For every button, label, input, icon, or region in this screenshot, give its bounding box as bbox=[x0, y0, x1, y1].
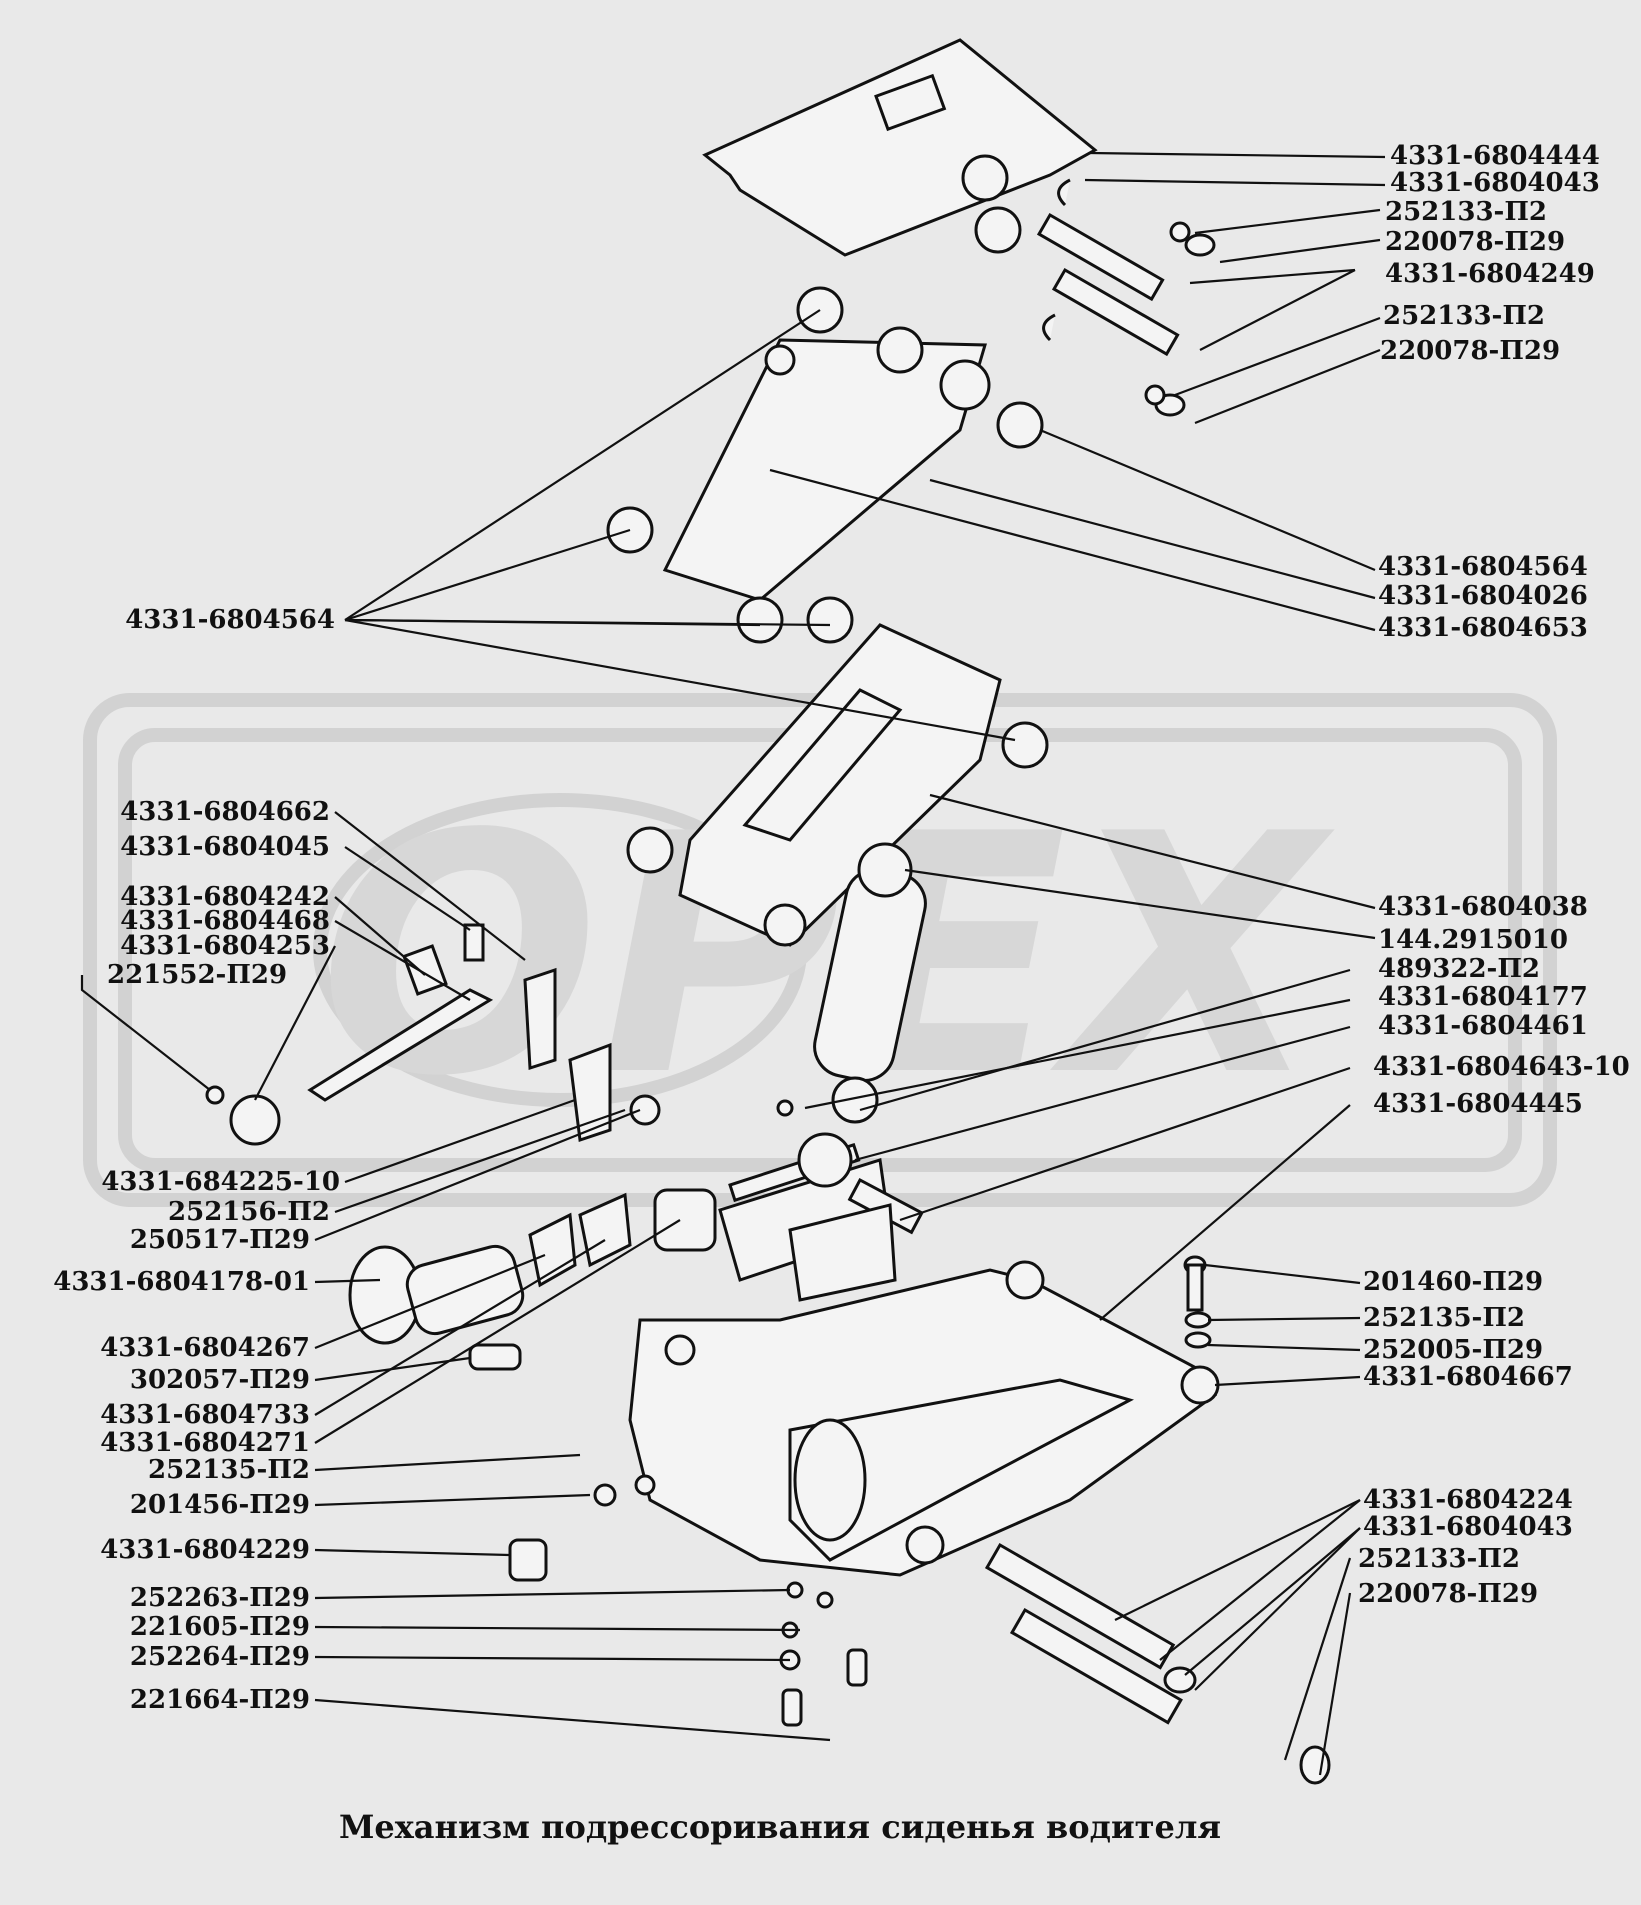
label-4331-6804224: 4331-6804224 bbox=[1363, 1485, 1573, 1515]
label-220078-p29: 220078-П29 bbox=[1385, 227, 1566, 257]
label-4331-6804667: 4331-6804667 bbox=[1363, 1362, 1573, 1392]
label-252263-p29: 252263-П29 bbox=[129, 1583, 310, 1613]
label-4331-6804468: 4331-6804468 bbox=[120, 906, 330, 936]
label-252133-p2: 252133-П2 bbox=[1385, 197, 1547, 227]
label-252135-p2-l: 252135-П2 bbox=[148, 1455, 310, 1485]
label-201456-p29: 201456-П29 bbox=[129, 1490, 310, 1520]
label-4331-6804267: 4331-6804267 bbox=[100, 1333, 310, 1363]
middle-frame bbox=[626, 623, 1049, 947]
base-frame bbox=[628, 1260, 1220, 1577]
leader-lines bbox=[80, 151, 1386, 1776]
label-252133-p2-c: 252133-П2 bbox=[1358, 1544, 1520, 1574]
label-4331-684225-10: 4331-684225-10 bbox=[101, 1167, 340, 1197]
label-4331-6804045: 4331-6804045 bbox=[120, 832, 330, 862]
label-4331-6804643-10: 4331-6804643-10 bbox=[1373, 1052, 1630, 1082]
label-252133-p2-b: 252133-П2 bbox=[1383, 301, 1545, 331]
label-220078-p29-c: 220078-П29 bbox=[1358, 1579, 1539, 1609]
label-4331-6804026: 4331-6804026 bbox=[1378, 581, 1588, 611]
label-4331-6804445: 4331-6804445 bbox=[1373, 1089, 1583, 1119]
label-221664-p29: 221664-П29 bbox=[129, 1685, 310, 1715]
label-4331-6804043: 4331-6804043 bbox=[1390, 168, 1600, 198]
small-fasteners bbox=[508, 221, 1212, 1727]
label-4331-6804461: 4331-6804461 bbox=[1378, 1011, 1588, 1041]
label-252156-p2: 252156-П2 bbox=[168, 1197, 330, 1227]
label-4331-6804564-l: 4331-6804564 bbox=[125, 605, 335, 635]
label-4331-6804733: 4331-6804733 bbox=[100, 1400, 310, 1430]
adjuster-knob bbox=[348, 1188, 717, 1371]
label-4331-6804038: 4331-6804038 bbox=[1378, 892, 1588, 922]
label-489322-p2: 489322-П2 bbox=[1378, 954, 1540, 984]
label-4331-6804662: 4331-6804662 bbox=[120, 797, 330, 827]
label-220078-p29-b: 220078-П29 bbox=[1380, 336, 1561, 366]
bottom-pins bbox=[984, 1542, 1331, 1785]
upper-scissor-arm bbox=[606, 286, 1044, 644]
label-4331-6804178-01: 4331-6804178-01 bbox=[53, 1267, 310, 1297]
label-4331-6804229: 4331-6804229 bbox=[100, 1535, 310, 1565]
top-mounting-plate bbox=[702, 38, 1098, 257]
label-221605-p29: 221605-П29 bbox=[129, 1612, 310, 1642]
top-pins bbox=[1036, 178, 1216, 417]
label-4331-6804242: 4331-6804242 bbox=[120, 882, 330, 912]
label-4331-6804271: 4331-6804271 bbox=[100, 1428, 310, 1458]
label-302057-p29: 302057-П29 bbox=[129, 1365, 310, 1395]
label-4331-6804444: 4331-6804444 bbox=[1390, 141, 1600, 171]
label-4331-6804043-b: 4331-6804043 bbox=[1363, 1512, 1573, 1542]
label-4331-6804564-r: 4331-6804564 bbox=[1378, 552, 1588, 582]
label-252135-p2: 252135-П2 bbox=[1363, 1303, 1525, 1333]
label-4331-6804253: 4331-6804253 bbox=[120, 931, 330, 961]
label-221552-p29: 221552-П29 bbox=[107, 960, 288, 990]
label-4331-6804249: 4331-6804249 bbox=[1385, 259, 1595, 289]
label-201460-p29: 201460-П29 bbox=[1363, 1267, 1544, 1297]
label-4331-6804177: 4331-6804177 bbox=[1378, 982, 1588, 1012]
label-252005-p29: 252005-П29 bbox=[1363, 1335, 1544, 1365]
label-144-2915010: 144.2915010 bbox=[1378, 925, 1568, 955]
label-250517-p29: 250517-П29 bbox=[129, 1225, 310, 1255]
diagram-caption: Механизм подрессоривания сиденья водител… bbox=[338, 1808, 1222, 1846]
label-4331-6804653: 4331-6804653 bbox=[1378, 613, 1588, 643]
shock-bracket bbox=[718, 1132, 924, 1302]
adjustment-mechanism bbox=[205, 923, 661, 1146]
label-252264-p29: 252264-П29 bbox=[129, 1642, 310, 1672]
